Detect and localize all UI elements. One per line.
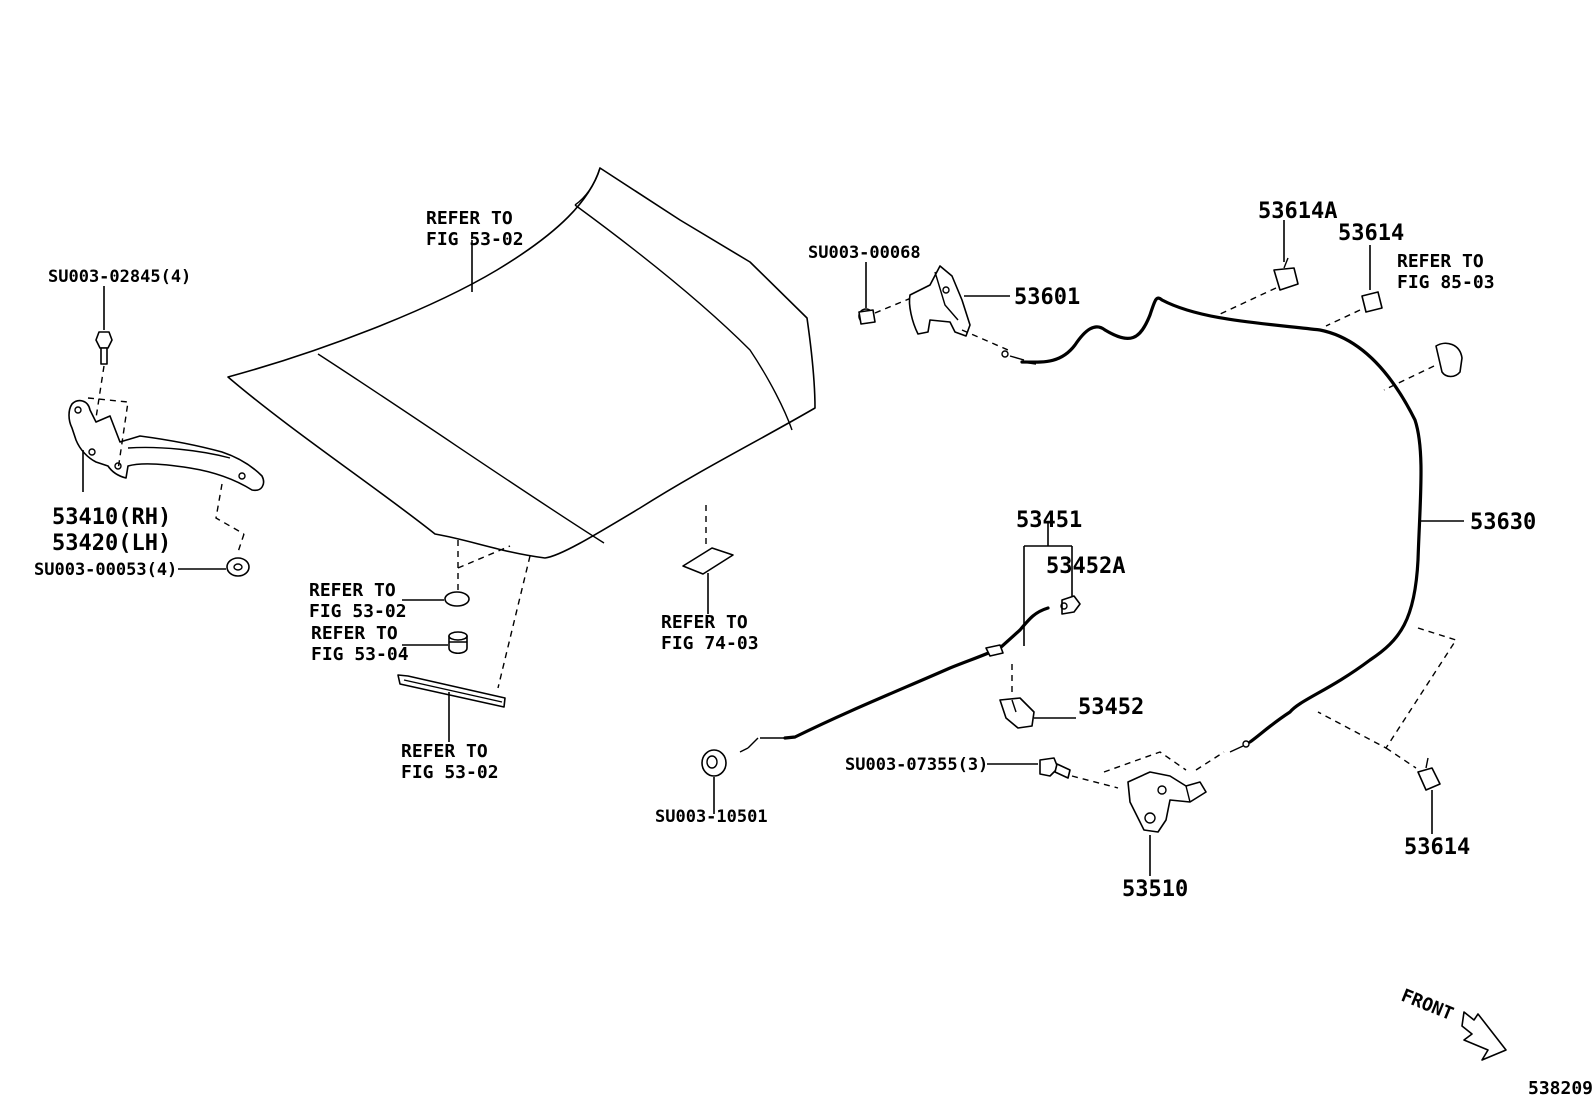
- label-refer-label-line1: REFER TO: [661, 612, 748, 633]
- release-lever-handle-icon: [1060, 595, 1081, 615]
- label-53510: 53510: [1122, 877, 1188, 902]
- figure-number: 538209: [1528, 1078, 1592, 1099]
- label-53601: 53601: [1014, 285, 1080, 310]
- cable-clamp-icon: [1361, 291, 1383, 313]
- hood-seal-icon: [397, 674, 506, 708]
- label-53452a: 53452A: [1046, 554, 1125, 579]
- hood-lock-bolt-icon: [858, 308, 876, 325]
- bumper-icon: [448, 631, 468, 655]
- cable-clamp-icon: [1417, 757, 1441, 791]
- label-53630: 53630: [1470, 510, 1536, 535]
- label-53420-lh: 53420(LH): [52, 531, 171, 556]
- label-refer-seal-line2: FIG 53-02: [401, 762, 499, 783]
- label-53614a: 53614A: [1258, 199, 1337, 224]
- label-refer-hood-line2: FIG 53-02: [426, 229, 524, 250]
- label-refer-clip-line1: REFER TO: [1397, 251, 1484, 272]
- label-53614-top: 53614: [1338, 221, 1404, 246]
- grommet-icon: [701, 749, 727, 777]
- hood-panel: [227, 167, 816, 559]
- hood-hinge: [68, 399, 265, 492]
- label-su003-00053: SU003-00053(4): [34, 560, 177, 580]
- label-53614-bottom: 53614: [1404, 835, 1470, 860]
- latch-bolt-icon: [1039, 757, 1071, 779]
- cushion-icon: [444, 591, 470, 607]
- label-su003-07355: SU003-07355(3): [845, 755, 988, 775]
- label-53451: 53451: [1016, 508, 1082, 533]
- front-arrow-icon: [1461, 1011, 1507, 1061]
- label-53410-rh: 53410(RH): [52, 505, 171, 530]
- label-refer-label-line2: FIG 74-03: [661, 633, 759, 654]
- hinge-bolt-icon: [95, 331, 113, 365]
- lever-bracket-icon: [999, 697, 1035, 729]
- hood-release-cable: [1001, 296, 1423, 753]
- label-refer-bumper-line1: REFER TO: [311, 623, 398, 644]
- label-su003-10501: SU003-10501: [655, 807, 768, 827]
- hinge-nut-icon: [226, 557, 250, 577]
- release-lever-cable: [739, 606, 1050, 753]
- cable-clamp-icon: [1273, 257, 1299, 291]
- label-refer-bumper-line2: FIG 53-04: [311, 644, 409, 665]
- label-refer-clip-line2: FIG 85-03: [1397, 272, 1495, 293]
- label-refer-cushion-line2: FIG 53-02: [309, 601, 407, 622]
- label-front: FRONT: [1398, 985, 1456, 1025]
- caution-label-icon: [682, 547, 734, 575]
- label-refer-seal-line1: REFER TO: [401, 741, 488, 762]
- clip-icon: [1435, 342, 1463, 378]
- hood-latch-icon: [1127, 771, 1207, 833]
- label-53452: 53452: [1078, 695, 1144, 720]
- label-su003-00068: SU003-00068: [808, 243, 921, 263]
- label-refer-hood-line1: REFER TO: [426, 208, 513, 229]
- hood-lock-icon: [908, 265, 971, 337]
- label-refer-cushion-line1: REFER TO: [309, 580, 396, 601]
- label-su003-02845: SU003-02845(4): [48, 267, 191, 287]
